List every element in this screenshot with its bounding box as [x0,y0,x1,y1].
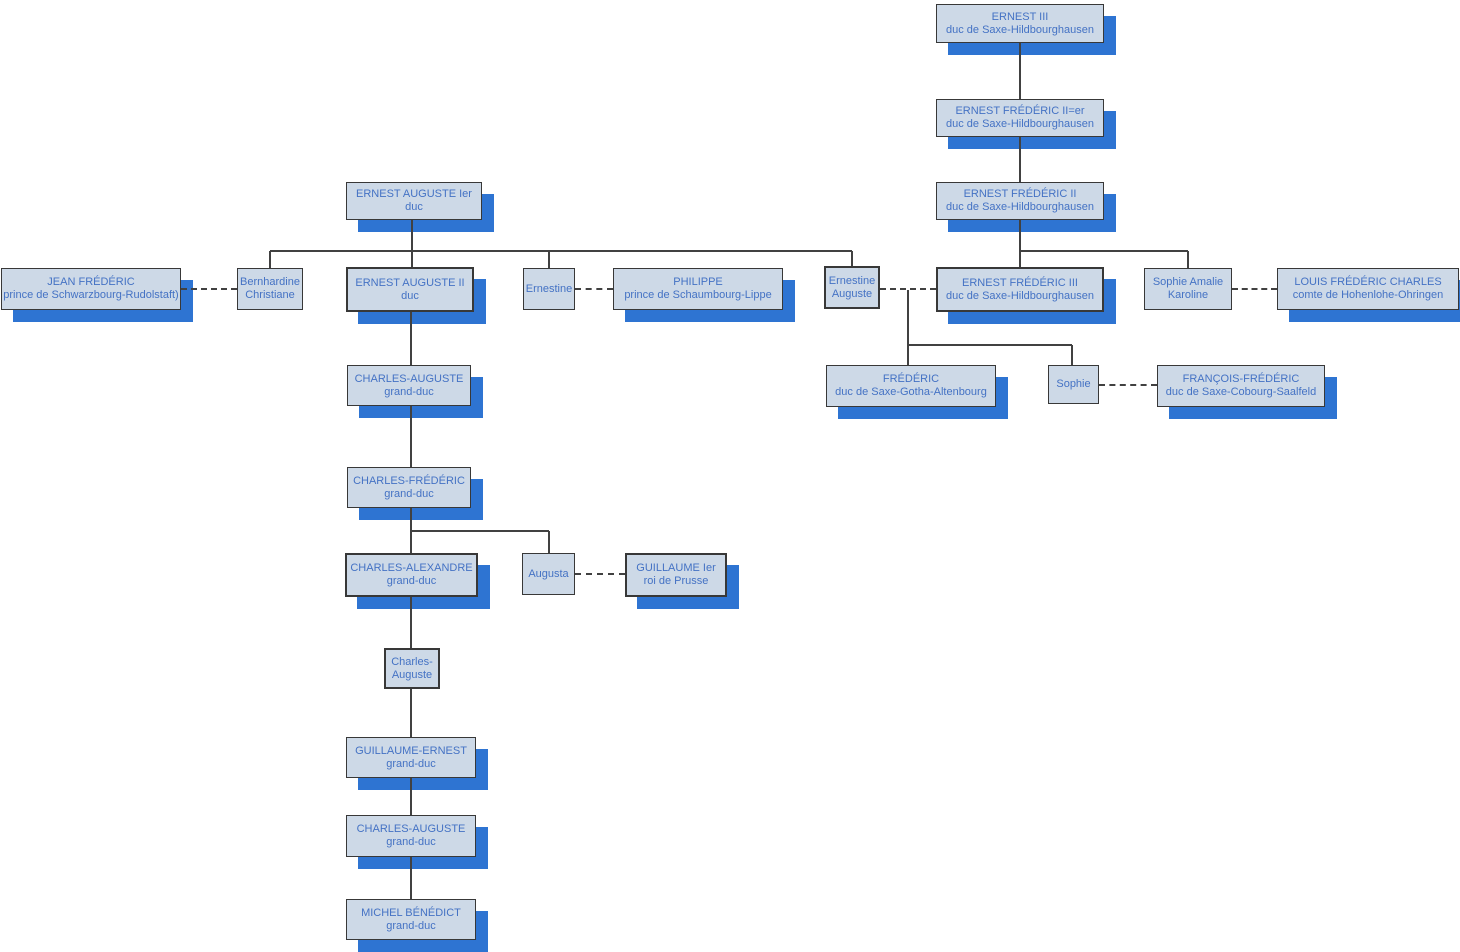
node-label: Ernestine [828,274,876,287]
marriage-dashed-connector [575,573,625,575]
node-label: duc [401,289,419,302]
node-ernestine[interactable]: Ernestine [523,268,575,310]
node-label: grand-duc [386,757,436,770]
marriage-dashed-connector [1099,384,1157,386]
node-label: GUILLAUME-ERNEST [355,744,467,757]
descent-connector-line [548,531,550,553]
node-label: LOUIS FRÉDÉRIC CHARLES [1294,276,1442,288]
node-label: CHARLES-ALEXANDRE [350,562,473,574]
node-label: ERNEST FRÉDÉRIC II=er [955,105,1085,117]
descent-connector-line [269,251,271,268]
node-label: CHARLES-AUGUSTE [354,372,464,385]
node-label: FRÉDÉRIC [882,373,940,385]
node-sophie[interactable]: Sophie [1048,365,1099,404]
node-label: Charles- [391,655,433,668]
descent-connector-line [548,251,550,268]
node-label: CHARLES-AUGUSTE [356,823,466,835]
descent-connector-line [410,689,412,737]
node-label: grand-duc [386,919,436,932]
descent-connector-line [410,778,412,815]
marriage-dashed-connector [1232,288,1277,290]
node-label: grand-duc [384,385,434,398]
descent-connector-line [410,406,412,467]
node-label: ERNEST III [991,10,1049,23]
marriage-dashed-connector [880,288,936,290]
node-label: PHILIPPE [673,276,723,288]
node-label: duc de Saxe-Cobourg-Saalfeld [1165,386,1317,398]
descent-connector-line [1020,250,1188,252]
node-label: duc de Saxe-Hildbourghausen [946,201,1094,213]
node-label: prince de Schwarzbourg-Rudolstaft) [3,289,179,301]
node-label: duc de Saxe-Hildbourghausen [946,289,1094,302]
descent-connector-line [270,250,852,252]
marriage-dashed-connector [181,288,237,290]
descent-connector-line [410,312,412,365]
node-label: Bernhardine [240,276,300,288]
node-label: Auguste [831,287,873,300]
node-label: ERNEST AUGUSTE II [355,276,465,289]
node-label: Sophie [1056,378,1091,390]
node-label: grand-duc [386,575,437,587]
node-label: Karoline [1167,289,1209,301]
descent-connector-line [1187,251,1189,268]
descent-connector-line [1019,43,1021,99]
marriage-dashed-connector [575,288,613,290]
node-label: ERNEST AUGUSTE Ier [356,188,472,200]
descent-connector-line [908,344,1072,346]
descent-connector-line [1019,220,1021,267]
node-label: CHARLES-FRÉDÉRIC [353,474,465,487]
node-label: FRANÇOIS-FRÉDÉRIC [1182,373,1300,385]
node-label: ERNEST FRÉDÉRIC II [963,188,1077,200]
descent-connector-line [410,597,412,648]
node-label: Augusta [528,567,569,580]
descent-connector-line [851,251,853,266]
node-label: Christiane [245,289,295,301]
node-label: duc de Saxe-Hildbourghausen [946,118,1094,130]
node-label: GUILLAUME Ier [636,562,716,574]
descent-connector-line [907,290,909,365]
descent-connector-line [1071,345,1073,365]
descent-connector-line [410,857,412,899]
node-label: Sophie Amalie [1152,276,1224,288]
node-label: roi de Prusse [643,575,709,587]
descent-connector-line [411,220,413,267]
node-label: Ernestine [525,282,573,295]
node-label: grand-duc [386,836,436,848]
node-label: duc [405,201,423,213]
node-label: grand-duc [384,487,434,500]
node-label: MICHEL BÉNÉDICT [361,906,461,919]
node-label: prince de Schaumbourg-Lippe [624,289,772,301]
descent-connector-line [411,530,549,532]
node-augusta[interactable]: Augusta [522,553,575,595]
node-label: ERNEST FRÉDÉRIC III [962,276,1078,289]
node-label: Auguste [391,668,433,681]
node-label: comte de Hohenlohe-Ohringen [1292,289,1444,301]
node-label: JEAN FRÉDÉRIC [47,276,135,288]
node-charles-auguste-fils[interactable]: Charles-Auguste [384,648,440,689]
node-label: duc de Saxe-Gotha-Altenbourg [835,386,987,398]
node-label: duc de Saxe-Hildbourghausen [946,23,1094,36]
descent-connector-line [1019,137,1021,182]
